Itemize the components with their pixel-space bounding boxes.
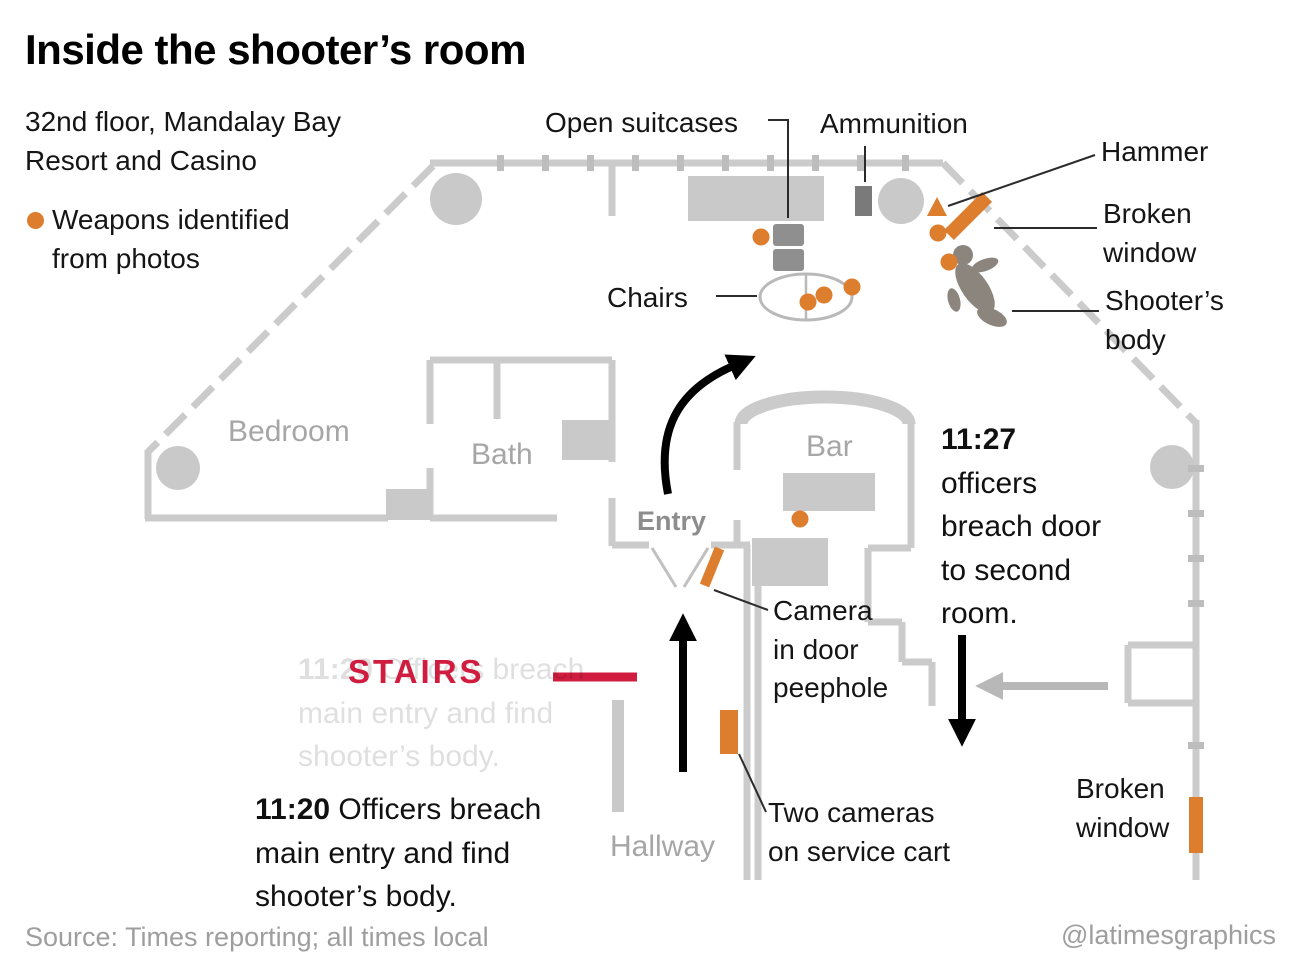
ammunition-marker bbox=[855, 186, 872, 216]
furniture bbox=[386, 176, 875, 812]
label-shooters-body: Shooter’s body bbox=[1105, 285, 1224, 355]
annotation-1120-ghost: 11:20 Officers breach main entry and fin… bbox=[298, 653, 585, 773]
room-label-bar: Bar bbox=[806, 430, 853, 463]
broken-window-top-marker bbox=[943, 191, 993, 241]
label-ammunition: Ammunition bbox=[820, 108, 968, 139]
subtitle: 32nd floor, Mandalay Bay Resort and Casi… bbox=[25, 106, 341, 176]
arrow-entry-curve bbox=[660, 354, 756, 495]
room-label-bedroom: Bedroom bbox=[228, 415, 350, 448]
label-camera-peephole: Camera in door peephole bbox=[773, 595, 889, 704]
leader-lines bbox=[713, 119, 1099, 813]
annotation-1120-text: Officers breach main entry and find shoo… bbox=[255, 793, 542, 913]
label-hammer: Hammer bbox=[1101, 136, 1209, 167]
annotation-1127-text: officers breach door to second room. bbox=[941, 466, 1102, 631]
room-label-entry: Entry bbox=[637, 506, 707, 536]
movement-arrows bbox=[660, 354, 976, 772]
open-suitcases-shape bbox=[773, 224, 804, 271]
entry-door-swing bbox=[650, 547, 710, 588]
annotation-1127-time: 11:27 bbox=[941, 423, 1017, 456]
weapon-dots bbox=[752, 224, 958, 528]
legend-label: Weapons identified from photos bbox=[52, 204, 290, 274]
graphics-credit: @latimesgraphics bbox=[1061, 920, 1276, 950]
shooter-body-shape bbox=[947, 245, 1007, 327]
page-title: Inside the shooter’s room bbox=[25, 26, 526, 73]
orange-markers bbox=[699, 191, 1203, 853]
broken-window-bottom-marker bbox=[1189, 797, 1203, 853]
wall-ticks bbox=[497, 155, 1204, 749]
hammer-marker bbox=[927, 197, 947, 216]
legend-weapon-dot-icon bbox=[27, 212, 44, 229]
service-cart-marker bbox=[720, 710, 738, 754]
label-broken-window-bottom: Broken window bbox=[1076, 773, 1170, 843]
interior-walls bbox=[145, 163, 1196, 880]
annotation-1120: 11:20 Officers breach main entry and fin… bbox=[255, 788, 645, 919]
label-stairs: STAIRS bbox=[348, 653, 485, 690]
columns bbox=[156, 173, 1194, 490]
label-broken-window-top: Broken window bbox=[1103, 198, 1197, 268]
label-two-cameras: Two cameras on service cart bbox=[768, 797, 951, 867]
label-chairs: Chairs bbox=[607, 282, 688, 313]
annotation-1127: 11:27 officers breach door to second roo… bbox=[941, 418, 1166, 636]
label-open-suitcases: Open suitcases bbox=[545, 107, 738, 138]
annotation-1120-time: 11:20 bbox=[255, 793, 331, 826]
source-credit: Source: Times reporting; all times local bbox=[25, 922, 489, 952]
room-label-bath: Bath bbox=[471, 438, 533, 471]
room-label-hallway: Hallway bbox=[610, 830, 716, 863]
peephole-camera-marker bbox=[699, 546, 725, 588]
